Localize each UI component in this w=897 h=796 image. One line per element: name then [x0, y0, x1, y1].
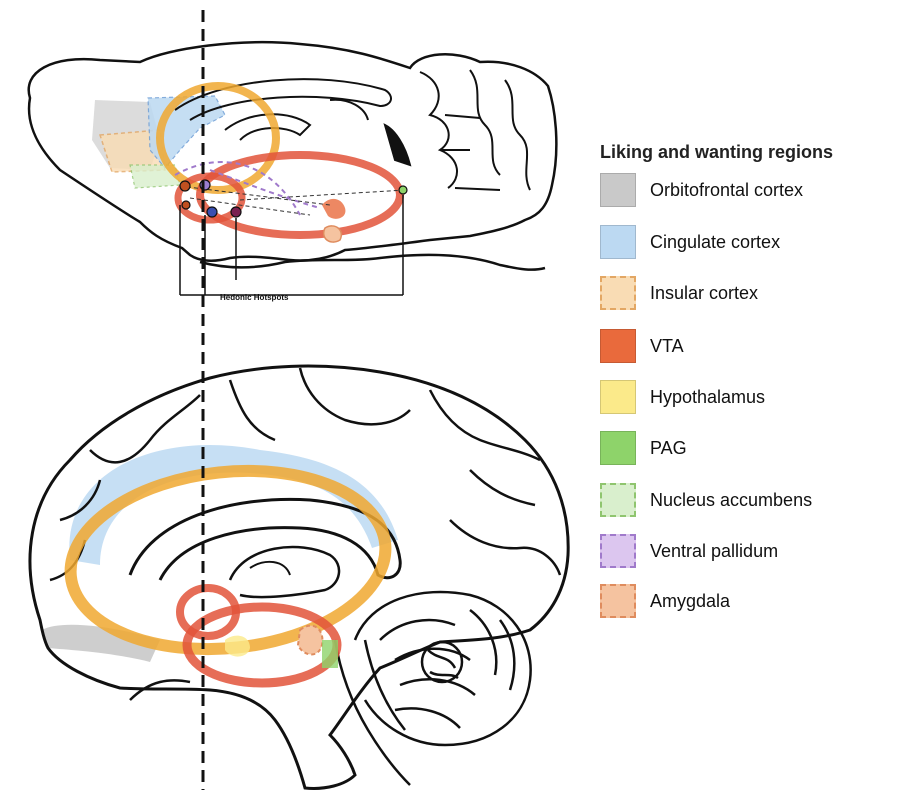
insular-cortex-swatch	[600, 276, 636, 310]
legend-item-label: Amygdala	[650, 591, 730, 612]
rodent-brain: Hedonic Hotspots	[29, 42, 557, 302]
legend-item-label: VTA	[650, 336, 684, 357]
legend: Liking and wanting regions Orbitofrontal…	[596, 142, 896, 173]
rodent-red-loop	[200, 155, 400, 235]
hedonic-hotspots-label: Hedonic Hotspots	[220, 293, 289, 302]
human-amygdala-region	[298, 626, 322, 655]
human-hypothalamus-region	[225, 636, 250, 657]
legend-item: PAG	[600, 430, 687, 466]
nucleus-accumbens-swatch	[600, 483, 636, 517]
legend-item: VTA	[600, 328, 684, 364]
human-thalamus	[230, 547, 339, 597]
legend-item: Amygdala	[600, 583, 730, 619]
rodent-amygdala-blob	[324, 226, 342, 242]
rodent-vta-blob	[322, 199, 345, 219]
ventral-pallidum-swatch	[600, 534, 636, 568]
legend-item: Cingulate cortex	[600, 224, 780, 260]
rodent-cerebellum	[420, 70, 530, 190]
legend-item: Ventral pallidum	[600, 533, 778, 569]
legend-item: Nucleus accumbens	[600, 482, 812, 518]
orbitofrontal-cortex-swatch	[600, 173, 636, 207]
hypothalamus-swatch	[600, 380, 636, 414]
legend-item-label: Orbitofrontal cortex	[650, 180, 803, 201]
legend-title: Liking and wanting regions	[600, 142, 896, 163]
human-brain	[30, 366, 568, 788]
human-corpus-callosum	[130, 499, 400, 580]
rodent-hotspot-markers	[180, 180, 407, 217]
legend-item-label: Ventral pallidum	[650, 541, 778, 562]
cingulate-cortex-swatch	[600, 225, 636, 259]
pag-swatch	[600, 431, 636, 465]
legend-item: Hypothalamus	[600, 379, 765, 415]
human-pag-region	[322, 640, 338, 668]
amygdala-swatch	[600, 584, 636, 618]
legend-item-label: Nucleus accumbens	[650, 490, 812, 511]
legend-item-label: PAG	[650, 438, 687, 459]
legend-item-label: Hypothalamus	[650, 387, 765, 408]
legend-item-label: Cingulate cortex	[650, 232, 780, 253]
rodent-ventricle	[385, 125, 410, 165]
legend-item-label: Insular cortex	[650, 283, 758, 304]
vta-swatch	[600, 329, 636, 363]
legend-item: Orbitofrontal cortex	[600, 172, 803, 208]
human-brain-outline	[30, 366, 568, 788]
legend-item: Insular cortex	[600, 275, 758, 311]
